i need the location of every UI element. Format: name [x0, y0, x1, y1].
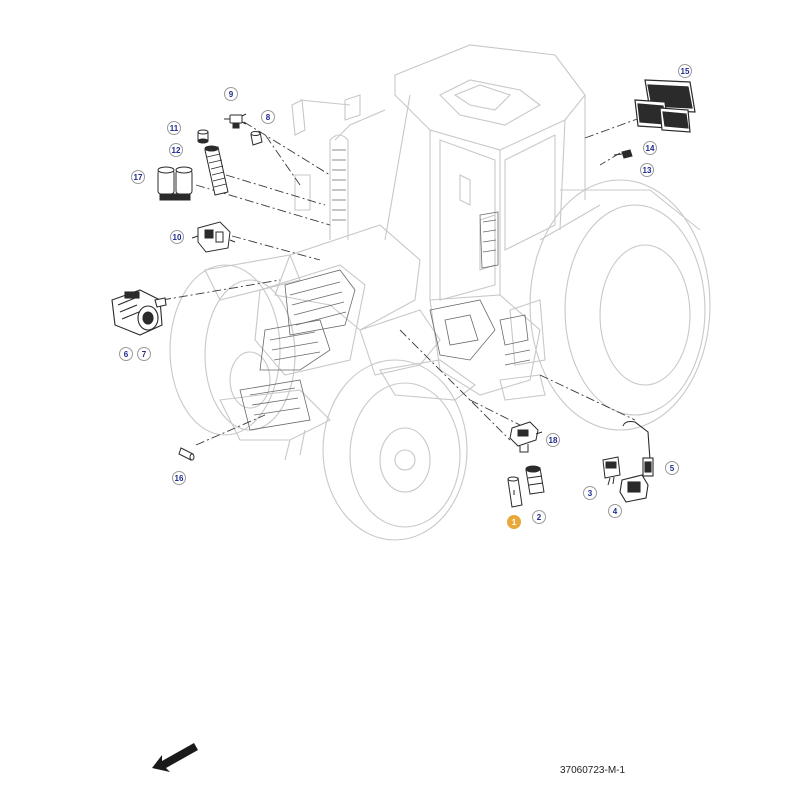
- tractor-outline: [169, 44, 711, 541]
- part-8-bushing[interactable]: [250, 131, 263, 146]
- callout-7[interactable]: 7: [137, 347, 151, 361]
- callout-4[interactable]: 4: [608, 504, 622, 518]
- callout-12[interactable]: 12: [169, 143, 183, 157]
- callout-17[interactable]: 17: [131, 170, 145, 184]
- part-6-7-pump-assembly[interactable]: [111, 289, 167, 336]
- drawing-number: 37060723-M-1: [560, 765, 626, 776]
- part-12-filter-element[interactable]: [204, 145, 229, 196]
- callout-11[interactable]: 11: [167, 121, 181, 135]
- callout-18[interactable]: 18: [546, 433, 560, 447]
- part-4-control-module[interactable]: [619, 474, 649, 503]
- part-5-level-sensor[interactable]: [622, 420, 654, 477]
- part-17-dual-filter[interactable]: [157, 166, 193, 201]
- part-14-filter-pair[interactable]: [634, 99, 691, 133]
- direction-arrow-icon: [152, 743, 198, 772]
- callout-10[interactable]: 10: [170, 230, 184, 244]
- part-2-fuel-filter[interactable]: [525, 465, 545, 495]
- engine-details: [239, 149, 531, 431]
- part-9-connector[interactable]: [224, 113, 247, 129]
- callout-2[interactable]: 2: [532, 510, 546, 524]
- part-18-water-separator[interactable]: [509, 421, 543, 453]
- callout-9[interactable]: 9: [224, 87, 238, 101]
- callout-15[interactable]: 15: [678, 64, 692, 78]
- leader-lines: [161, 117, 641, 446]
- part-16-pin[interactable]: [178, 447, 195, 461]
- callout-14[interactable]: 14: [643, 141, 657, 155]
- callout-pair-6-7: 6 7: [119, 347, 151, 361]
- part-10-valve-block[interactable]: [191, 221, 236, 253]
- part-3-solenoid[interactable]: [602, 456, 621, 486]
- callout-16[interactable]: 16: [172, 471, 186, 485]
- callout-3[interactable]: 3: [583, 486, 597, 500]
- part-11-cap[interactable]: [197, 129, 209, 144]
- callout-13[interactable]: 13: [640, 163, 654, 177]
- part-13-sensor[interactable]: [613, 149, 633, 159]
- callout-8[interactable]: 8: [261, 110, 275, 124]
- callout-5[interactable]: 5: [665, 461, 679, 475]
- part-1-filter-cartridge[interactable]: [507, 476, 523, 508]
- callout-6[interactable]: 6: [119, 347, 133, 361]
- callout-1[interactable]: 1: [507, 515, 521, 529]
